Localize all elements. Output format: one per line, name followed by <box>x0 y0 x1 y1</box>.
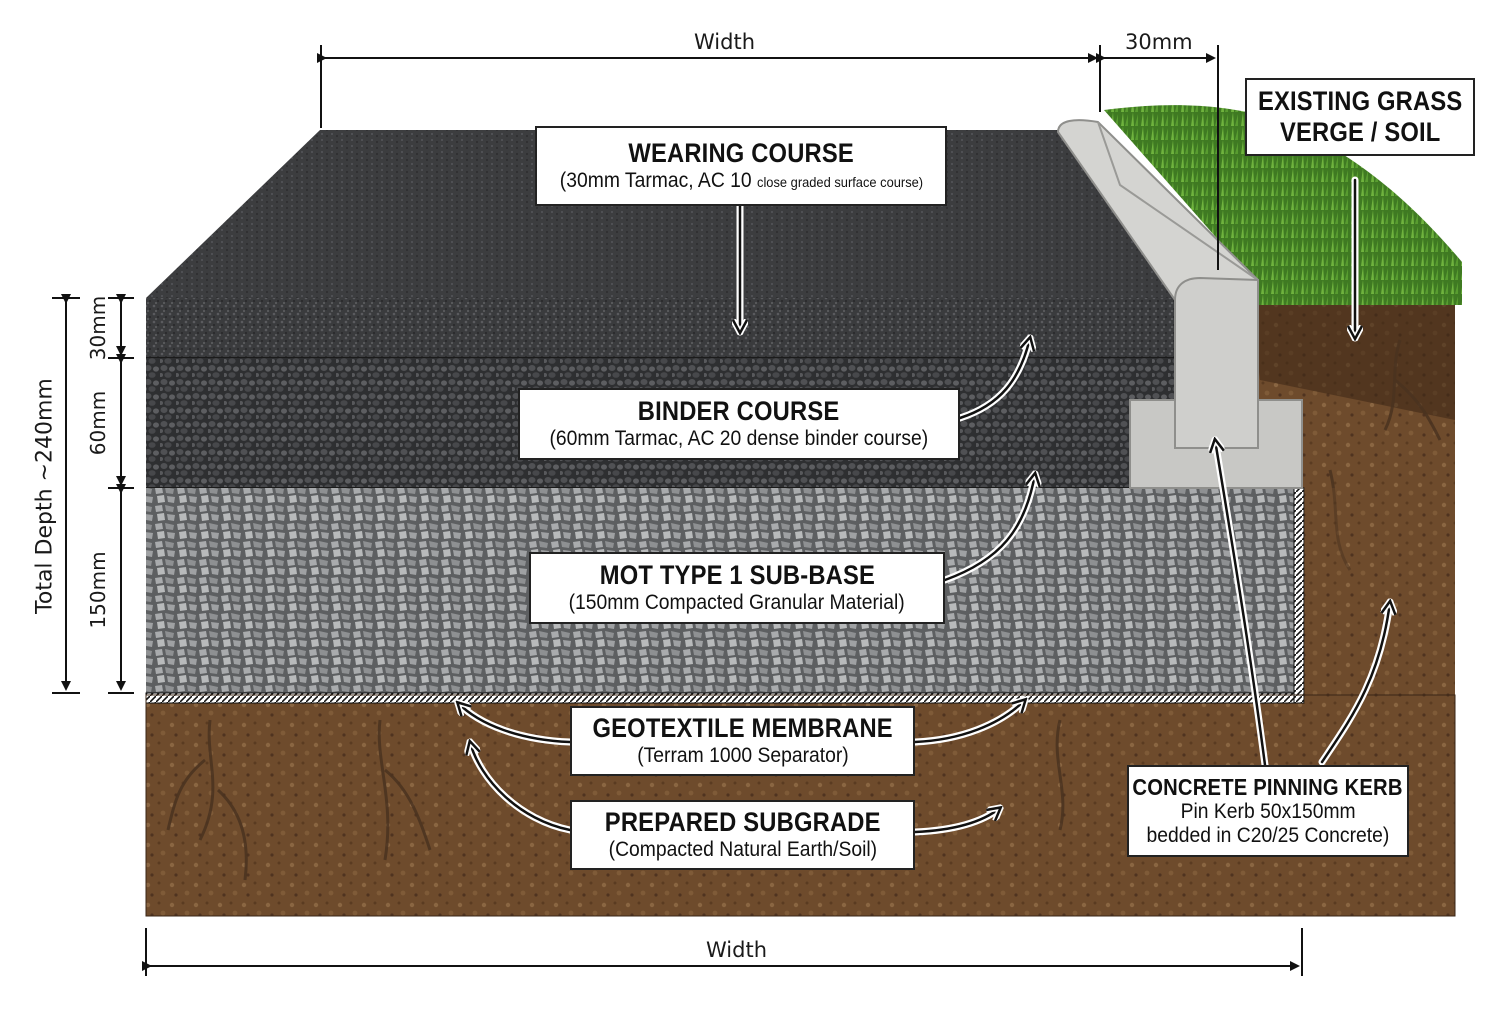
callout-arrows <box>458 176 1390 836</box>
subgrade-callout: PREPARED SUBGRADE (Compacted Natural Ear… <box>570 800 915 870</box>
top-width-label: Width <box>694 30 756 54</box>
grass-verge-callout: EXISTING GRASS VERGE / SOIL <box>1245 78 1475 156</box>
grass-verge <box>1104 105 1462 306</box>
binder-course-callout: BINDER COURSE (60mm Tarmac, AC 20 dense … <box>518 388 960 460</box>
geotextile-description: (Terram 1000 Separator) <box>636 744 849 768</box>
binder-course-description: (60mm Tarmac, AC 20 dense binder course) <box>549 427 929 451</box>
grass-verge-line-1: EXISTING GRASS <box>1257 85 1463 116</box>
geotextile-title: GEOTEXTILE MEMBRANE <box>592 713 893 744</box>
total-depth-label: Total Depth ~240mm <box>32 378 58 614</box>
subgrade-description: (Compacted Natural Earth/Soil) <box>608 838 877 862</box>
subgrade-title: PREPARED SUBGRADE <box>604 807 881 838</box>
wearing-course-description: (30mm Tarmac, AC 10 close graded surface… <box>559 169 923 193</box>
binder-depth-label: 60mm <box>86 390 110 456</box>
kerb-width-label: 30mm <box>1125 30 1193 54</box>
kerb-title: CONCRETE PINNING KERB <box>1132 773 1404 800</box>
subbase-depth-label: 150mm <box>86 551 110 629</box>
kerb-callout: CONCRETE PINNING KERB Pin Kerb 50x150mm … <box>1127 765 1409 857</box>
kerb-line-1: Pin Kerb 50x150mm <box>1180 800 1356 824</box>
wearing-course-title: WEARING COURSE <box>628 138 854 169</box>
geotextile-callout: GEOTEXTILE MEMBRANE (Terram 1000 Separat… <box>570 706 915 776</box>
bottom-width-label: Width <box>706 938 768 962</box>
subbase-description: (150mm Compacted Granular Material) <box>568 591 906 615</box>
grass-verge-line-2: VERGE / SOIL <box>1279 117 1441 147</box>
wearing-depth-label: 30mm <box>86 295 110 361</box>
binder-course-title: BINDER COURSE <box>638 396 840 427</box>
subbase-callout: MOT TYPE 1 SUB-BASE (150mm Compacted Gra… <box>529 552 945 624</box>
dimension-lines <box>52 45 1303 976</box>
kerb-line-2: bedded in C20/25 Concrete) <box>1146 824 1390 848</box>
subbase-title: MOT TYPE 1 SUB-BASE <box>599 560 875 591</box>
wearing-course-callout: WEARING COURSE (30mm Tarmac, AC 10 close… <box>535 126 947 206</box>
